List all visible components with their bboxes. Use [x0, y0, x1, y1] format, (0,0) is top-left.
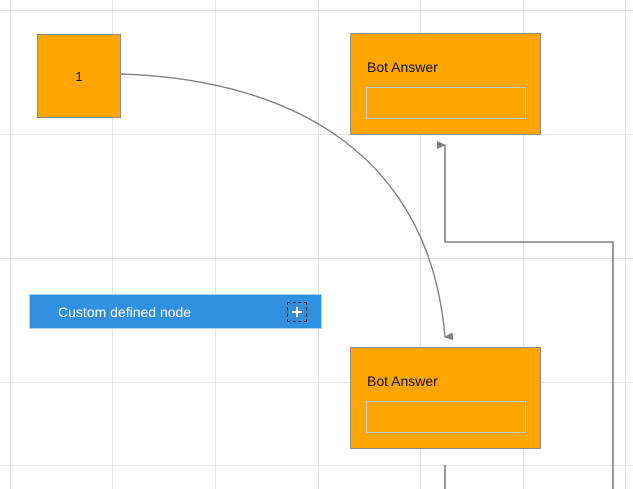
custom-defined-node-button[interactable]: Custom defined node: [30, 295, 321, 328]
custom-defined-node-label: Custom defined node: [58, 303, 192, 320]
bot-answer-title: Bot Answer: [367, 59, 438, 75]
bot-answer-title: Bot Answer: [367, 373, 438, 389]
plus-icon[interactable]: [287, 301, 307, 322]
bot-answer-node-top[interactable]: Bot Answer: [350, 33, 541, 135]
start-node[interactable]: 1: [37, 34, 121, 118]
start-node-label: 1: [75, 68, 83, 84]
bot-answer-message-slot[interactable]: [366, 87, 526, 119]
connector-start-to-bot-answer-bottom[interactable]: [120, 73, 454, 341]
bot-answer-message-slot[interactable]: [366, 401, 526, 433]
connector-bot-answer-bottom-to-top[interactable]: [437, 141, 614, 489]
bot-answer-node-bottom[interactable]: Bot Answer: [350, 347, 541, 449]
